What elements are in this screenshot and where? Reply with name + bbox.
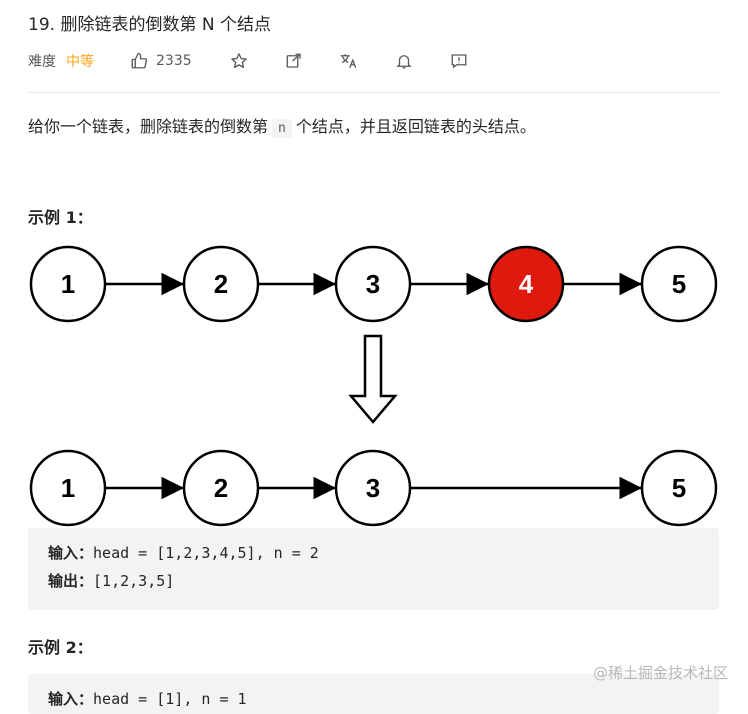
- like-button[interactable]: 2335: [130, 52, 192, 70]
- share-icon: [286, 53, 301, 68]
- list-before: 1 2 3 4 5: [29, 245, 718, 323]
- problem-meta-bar: 难度 中等 2335: [28, 50, 503, 72]
- node-value: 1: [61, 473, 75, 503]
- like-count: 2335: [156, 53, 192, 69]
- node-value: 5: [672, 269, 686, 299]
- problem-title: 19. 删除链表的倒数第 N 个结点: [28, 15, 271, 35]
- translate-icon: [340, 54, 357, 69]
- linked-list-diagram: 1 2 3 4 5 1 2 3 5: [29, 245, 718, 527]
- translate-button[interactable]: [338, 50, 360, 72]
- description-text-end: 个结点，并且返回链表的头结点。: [295, 117, 536, 136]
- example-1-code-block: 输入：head = [1,2,3,4,5], n = 2 输出：[1,2,3,5…: [28, 528, 719, 610]
- example-1-title: 示例 1：: [28, 208, 93, 227]
- list-node: [182, 245, 260, 323]
- difficulty-value: 中等: [66, 54, 94, 70]
- watermark: @稀土掘金技术社区: [592, 664, 728, 682]
- difficulty-label: 难度: [28, 54, 56, 70]
- node-value: 1: [61, 269, 75, 299]
- star-icon: [230, 53, 247, 69]
- node-value: 4: [519, 269, 534, 299]
- node-value: 3: [366, 269, 380, 299]
- subscribe-button[interactable]: [393, 50, 415, 72]
- example-1-output: 输出：[1,2,3,5]: [48, 572, 175, 590]
- list-node: [29, 245, 107, 323]
- feedback-button[interactable]: [448, 50, 470, 72]
- removed-node: [487, 245, 565, 323]
- feedback-icon: [451, 54, 467, 69]
- down-arrow-icon: [348, 334, 398, 424]
- description-text-start: 给你一个链表，删除链表的倒数第: [28, 117, 269, 136]
- node-value: 5: [672, 473, 686, 503]
- example-1-input: 输入：head = [1,2,3,4,5], n = 2: [48, 544, 319, 562]
- favorite-button[interactable]: [228, 50, 250, 72]
- list-node: [334, 245, 412, 323]
- divider: [28, 92, 720, 93]
- list-node: [29, 449, 107, 527]
- list-node: [640, 245, 718, 323]
- example-2-input: 输入：head = [1], n = 1: [48, 690, 247, 708]
- list-node: [334, 449, 412, 527]
- share-button[interactable]: [283, 50, 305, 72]
- example-2-title: 示例 2：: [28, 638, 93, 657]
- node-value: 2: [214, 269, 228, 299]
- thumbs-up-icon: [131, 52, 148, 69]
- list-node: [182, 449, 260, 527]
- node-value: 3: [366, 473, 380, 503]
- bell-icon: [396, 55, 412, 69]
- list-node: [640, 449, 718, 527]
- list-after: 1 2 3 5: [29, 449, 718, 527]
- node-value: 2: [214, 473, 228, 503]
- inline-code-n: n: [272, 119, 292, 138]
